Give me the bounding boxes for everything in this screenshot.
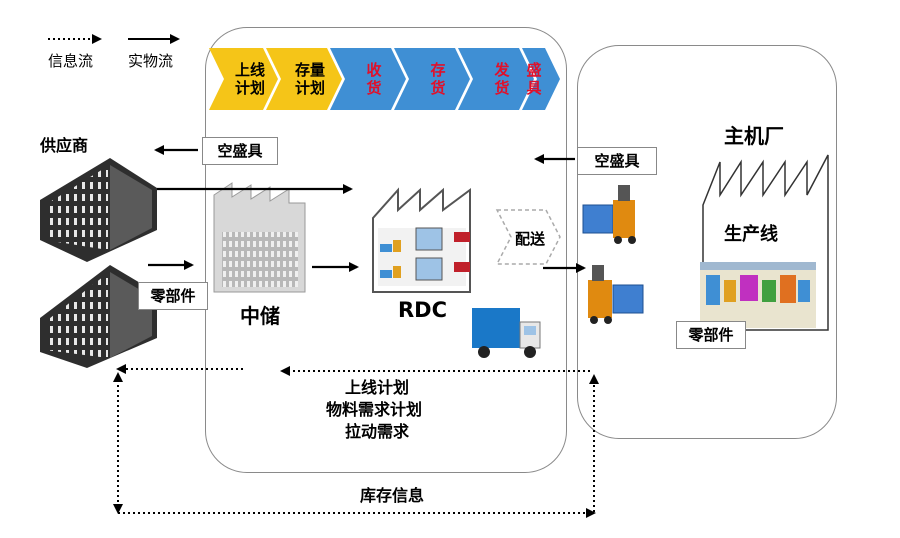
delivery-label: 配送 (515, 230, 546, 248)
empty-container-box-left: 空盛具 (202, 137, 278, 165)
empty-container-box-right: 空盛具 (577, 147, 657, 175)
supplier-building-1 (40, 158, 157, 262)
chevron-4 (394, 48, 470, 110)
forklift-2 (588, 265, 644, 324)
midstorage-label: 中储 (240, 304, 280, 328)
parts-box-right: 零部件 (676, 321, 746, 349)
production-line-label: 生产线 (724, 224, 778, 245)
rdc-label: RDC (398, 298, 448, 322)
info-message-online-plan: 上线计划 (345, 378, 410, 397)
chevron-1 (209, 48, 278, 110)
parts-box-left: 零部件 (138, 282, 208, 310)
info-message-pull-demand: 拉动需求 (345, 422, 410, 441)
info-message-mrp: 物料需求计划 (326, 400, 423, 419)
chevron-5 (458, 48, 534, 110)
supplier-label: 供应商 (40, 136, 89, 155)
oem-label: 主机厂 (724, 124, 784, 148)
midstorage-rdc-panel (205, 27, 567, 473)
process-bar (209, 48, 560, 110)
chevron-3 (330, 48, 406, 110)
inventory-info-label: 库存信息 (360, 486, 425, 505)
process-step-5-label: 发货 (494, 61, 510, 97)
forklift-1 (582, 185, 636, 244)
process-step-6-label: 盛具 (526, 61, 542, 97)
production-line-image (700, 262, 816, 328)
process-step-2-label: 存量计划 (294, 61, 325, 97)
process-step-3-label: 收货 (366, 61, 382, 97)
process-step-1-label: 上线计划 (234, 61, 265, 97)
legend-material-flow-label: 实物流 (128, 52, 174, 70)
chevron-2 (266, 48, 342, 110)
process-step-4-label: 存货 (430, 61, 446, 97)
rdc-building (372, 187, 471, 293)
supplier-building-2 (40, 265, 157, 368)
legend-info-flow-label: 信息流 (48, 52, 94, 70)
chevron-6 (522, 48, 560, 110)
oem-panel (577, 45, 837, 439)
midstorage-building (213, 182, 306, 293)
truck (472, 308, 541, 358)
delivery-chevron (495, 209, 561, 265)
